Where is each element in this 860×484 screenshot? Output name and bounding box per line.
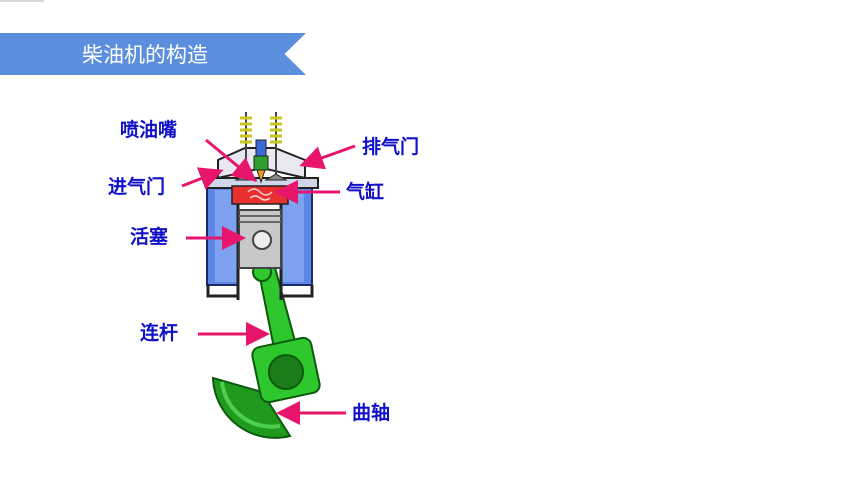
label-exhaust-valve: 排气门 bbox=[362, 136, 420, 158]
connecting-rod bbox=[251, 262, 321, 404]
title-banner bbox=[0, 33, 306, 75]
slide-title: 柴油机的构造 bbox=[82, 43, 208, 67]
label-crankshaft: 曲轴 bbox=[352, 402, 391, 424]
label-injector: 喷油嘴 bbox=[120, 119, 178, 141]
exhaust-valve bbox=[264, 112, 288, 181]
label-intake-valve: 进气门 bbox=[108, 176, 166, 198]
combustion-chamber bbox=[231, 185, 289, 205]
fuel-injector bbox=[253, 139, 269, 184]
arrow-intake-valve bbox=[181, 167, 224, 190]
label-piston: 活塞 bbox=[130, 226, 169, 248]
corner-divider bbox=[0, 0, 44, 2]
crankshaft bbox=[211, 376, 292, 439]
label-arrows bbox=[181, 138, 356, 425]
label-cylinder: 气缸 bbox=[346, 181, 385, 203]
arrow-exhaust-valve bbox=[299, 144, 356, 170]
arrow-injector bbox=[205, 138, 257, 182]
piston bbox=[238, 209, 282, 269]
label-connecting-rod: 连杆 bbox=[140, 322, 179, 344]
